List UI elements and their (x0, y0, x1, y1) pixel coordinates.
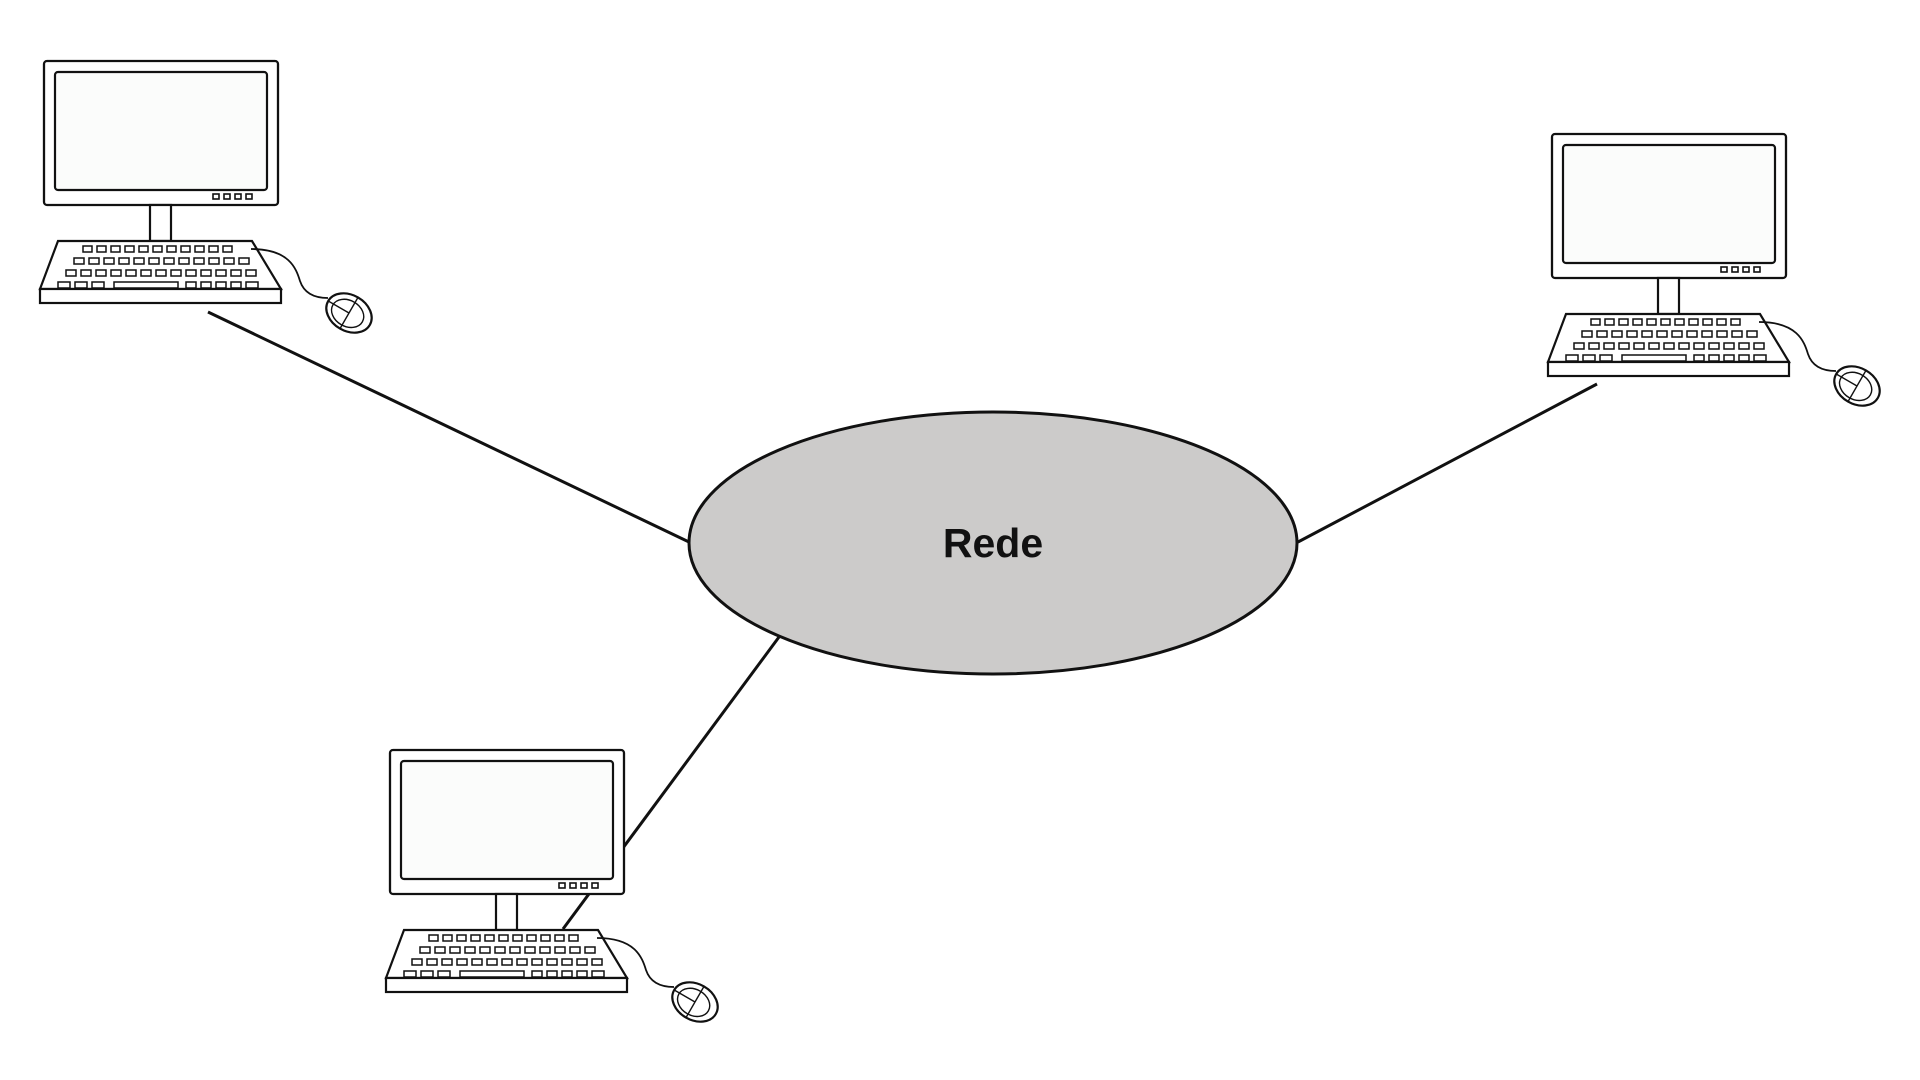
network-cloud: Rede (687, 410, 1299, 676)
computer-top-left (38, 59, 380, 342)
network-label: Rede (943, 520, 1043, 566)
computer-top-right (1546, 132, 1888, 415)
connection-line-top-right (1297, 382, 1598, 544)
network-ellipse (687, 410, 1299, 676)
computer-bottom-left (384, 748, 726, 1031)
connection-line-top-left (207, 310, 690, 544)
